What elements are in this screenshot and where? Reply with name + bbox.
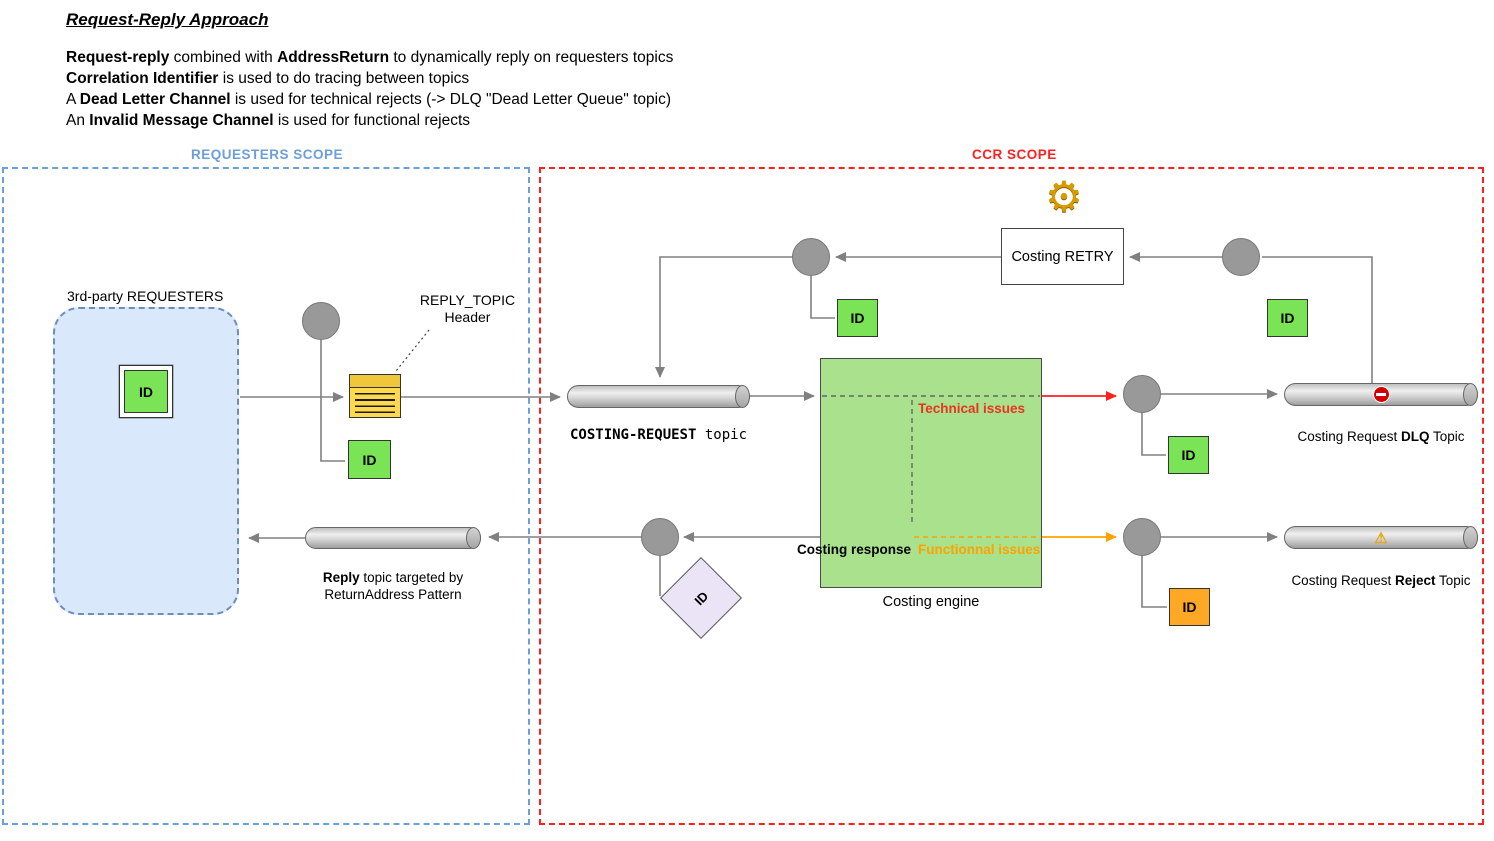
dlq-topic-pipe bbox=[1284, 383, 1478, 406]
requesters-scope-frame bbox=[2, 167, 530, 825]
correlation-id-badge: ID bbox=[837, 299, 878, 337]
costing-request-topic-pipe bbox=[567, 385, 750, 408]
page-title: Request-Reply Approach bbox=[66, 10, 269, 29]
connector-node bbox=[641, 518, 679, 556]
costing-response-label: Costing response bbox=[797, 542, 912, 557]
reply-topic-header-note: REPLY_TOPIC Header bbox=[419, 292, 516, 325]
correlation-id-badge: ID bbox=[1168, 436, 1209, 474]
requesters-group-title: 3rd-party REQUESTERS bbox=[67, 288, 224, 304]
requesters-group-box bbox=[53, 307, 239, 615]
connector-node bbox=[792, 238, 830, 276]
connector-node bbox=[1123, 518, 1161, 556]
reject-topic-label: Costing Request Reject Topic bbox=[1291, 573, 1471, 588]
correlation-id-badge: ID bbox=[1169, 588, 1210, 626]
reply-topic-pipe bbox=[305, 527, 481, 549]
connector-node bbox=[1222, 238, 1260, 276]
envelope-text-lines bbox=[355, 393, 395, 413]
costing-engine-label: Costing engine bbox=[882, 594, 980, 610]
description-line: Request-reply combined with AddressRetur… bbox=[66, 49, 674, 66]
functional-issues-label: Functionnal issues bbox=[918, 542, 1041, 557]
envelope-flap bbox=[350, 375, 400, 388]
description-block: Request-reply combined with AddressRetur… bbox=[66, 47, 673, 131]
ccr-scope-label: CCR SCOPE bbox=[972, 147, 1057, 162]
connector-node bbox=[1123, 375, 1161, 413]
correlation-id-badge: ID bbox=[124, 370, 168, 413]
description-line: A Dead Letter Channel is used for techni… bbox=[66, 91, 672, 108]
correlation-id-badge: ID bbox=[348, 440, 391, 479]
ccr-scope-frame bbox=[539, 167, 1484, 825]
description-line: Correlation Identifier is used to do tra… bbox=[66, 70, 470, 87]
connector-node bbox=[302, 302, 340, 340]
requesters-scope-label: REQUESTERS SCOPE bbox=[191, 147, 344, 162]
costing-retry-box: Costing RETRY bbox=[1001, 228, 1124, 285]
gear-icon: ⚙ bbox=[1045, 173, 1083, 220]
description-line: An Invalid Message Channel is used for f… bbox=[66, 112, 471, 129]
warning-icon: ⚠ bbox=[1374, 529, 1388, 547]
no-entry-icon bbox=[1372, 386, 1390, 403]
costing-request-topic-label: COSTING-REQUEST topic bbox=[569, 427, 747, 443]
envelope-icon bbox=[349, 374, 401, 418]
dlq-topic-label: Costing Request DLQ Topic bbox=[1297, 429, 1465, 444]
correlation-id-badge: ID bbox=[1267, 299, 1308, 337]
reply-topic-label: Reply topic targeted by ReturnAddress Pa… bbox=[322, 570, 464, 602]
reject-topic-pipe: ⚠ bbox=[1284, 526, 1478, 549]
technical-issues-label: Technical issues bbox=[918, 401, 1026, 416]
